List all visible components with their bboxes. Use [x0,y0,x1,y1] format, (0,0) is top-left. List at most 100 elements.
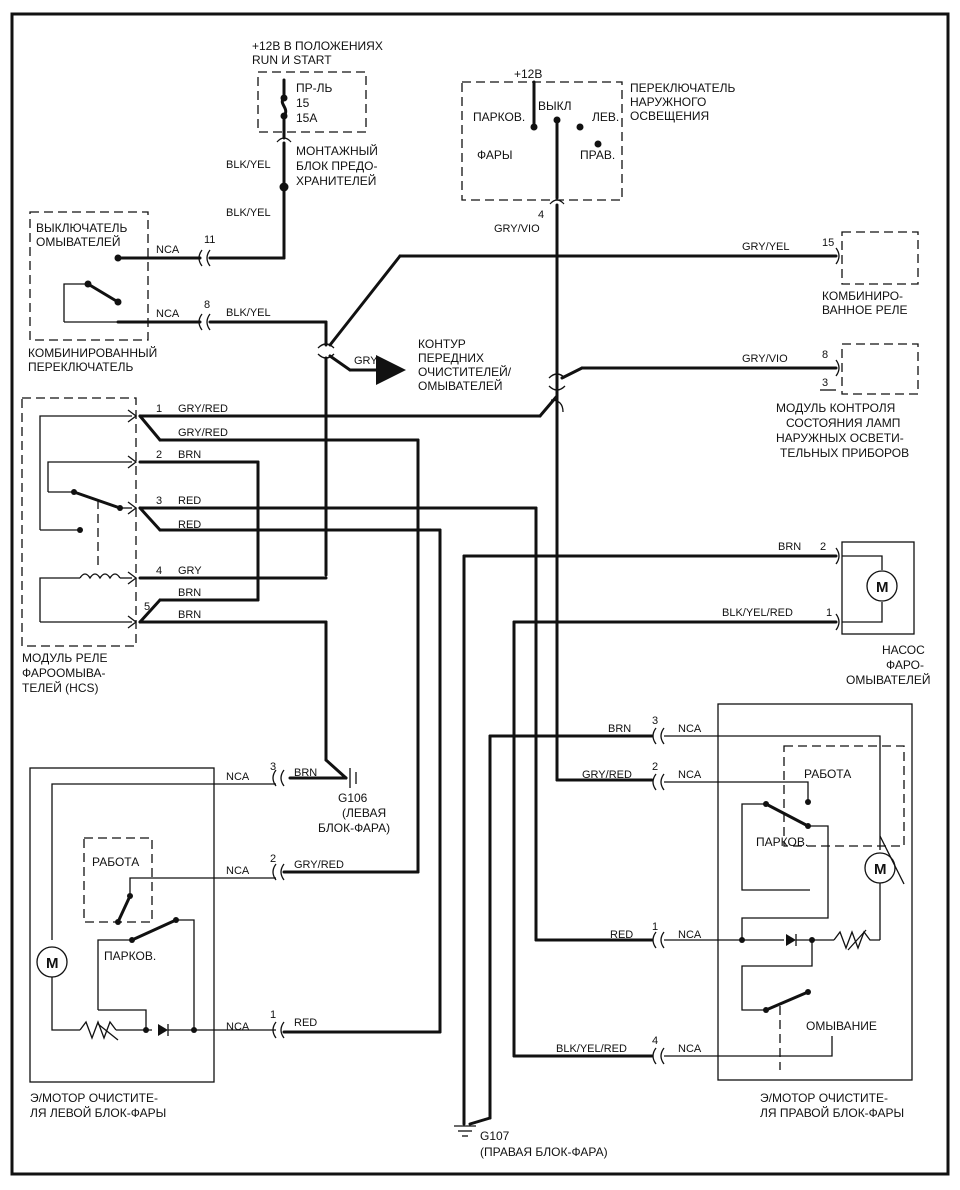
hcs-wire-1b: GRY/RED [178,427,228,439]
hcs-pin-4: 4 [156,565,162,577]
light-switch-supply: +12B [514,67,542,81]
g107-label: G107 [480,1129,510,1143]
supply-label-1: +12B В ПОЛОЖЕНИЯХ [252,39,383,53]
wire-label-blk-yel-3: BLK/YEL [226,307,271,319]
lamp-pin-3: 3 [822,377,828,389]
right-park-switch-outline [783,745,905,847]
right-pin-3: 3 [652,715,658,727]
lamp-module-outline [841,343,919,395]
front-wiper-circuit: GRY КОНТУР ПЕРЕДНИХ ОЧИСТИТЕЛЕЙ/ ОМЫВАТЕ… [328,337,512,393]
left-motor-title-2: ЛЯ ЛЕВОЙ БЛОК-ФАРЫ [30,1105,166,1120]
light-switch-left: ЛЕВ. [592,110,619,124]
right-motor-title-2: ЛЯ ПРАВОЙ БЛОК-ФАРЫ [760,1105,904,1120]
right-nca-3: NCA [678,723,702,735]
relay-pin-15: 15 [822,237,834,249]
left-wire-1: RED [294,1017,317,1029]
pump-title-2: ФАРО- [886,658,924,672]
left-pin-3: 3 [270,761,276,773]
light-switch-right: ПРАВ. [580,148,615,162]
light-switch-wire: GRY/VIO [494,223,540,235]
pump-outline [841,541,915,635]
lamp-pin-8: 8 [822,349,828,361]
right-pin-4: 4 [652,1035,658,1047]
hcs-wire-5b: BRN [178,609,201,621]
hcs-pin-2: 2 [156,449,162,461]
pump-title-1: НАСОС [882,643,925,657]
left-wire-2: GRY/RED [294,859,344,871]
lamp-module-title-1: МОДУЛЬ КОНТРОЛЯ [776,401,895,415]
nca-label-11: NCA [156,244,180,256]
right-nca-2: NCA [678,769,702,781]
light-switch-pin: 4 [538,209,544,221]
g107-sub: (ПРАВАЯ БЛОК-ФАРА) [480,1145,608,1159]
right-pin-2: 2 [652,761,658,773]
right-park-label: ПАРКОВ. [756,835,808,849]
hcs-pin-1: 1 [156,403,162,415]
front-circuit-title-1: КОНТУР [418,337,466,351]
fuse-block: +12B В ПОЛОЖЕНИЯХ RUN И START ПР-ЛЬ 15 1… [226,39,383,260]
front-circuit-title-2: ПЕРЕДНИХ [418,351,484,365]
left-nca-2: NCA [226,865,250,877]
left-work-label: РАБОТА [92,855,139,869]
combination-relay: GRY/YEL 15 КОМБИНИРО- ВАННОЕ РЕЛЕ [328,231,919,347]
light-switch-title-1: ПЕРЕКЛЮЧАТЕЛЬ [630,81,736,95]
lamp-module-title-2: СОСТОЯНИЯ ЛАМП [786,416,900,430]
fuse-name: ПР-ЛЬ [296,81,333,95]
right-diode-icon [786,934,796,946]
pump-wire-2: BRN [778,541,801,553]
left-nca-3: NCA [226,771,250,783]
hcs-wire-4: GRY [178,565,202,577]
pin-label-11: 11 [204,234,215,246]
front-circuit-title-3: ОЧИСТИТЕЛЕЙ/ [418,364,512,379]
fuse-block-label-2: БЛОК ПРЕДО- [296,159,378,173]
left-park-switch-outline [83,837,153,923]
right-motor-outline [717,703,913,1081]
right-motor-letter: M [874,861,887,878]
pump-pin-1: 1 [826,607,832,619]
supply-label-2: RUN И START [252,53,332,67]
light-switch-off: ВЫКЛ [538,99,572,113]
g106-sub-1: (ЛЕВАЯ [342,806,386,820]
pump-pin-2: 2 [820,541,826,553]
relay-coil-icon [79,573,121,580]
connector-icon [198,249,211,267]
pin-label-8: 8 [204,299,210,311]
hcs-wire-1: GRY/RED [178,403,228,415]
light-switch-outline [461,81,623,201]
right-work-label: РАБОТА [804,767,851,781]
right-motor-title-1: Э/МОТОР ОЧИСТИТЕ- [760,1091,888,1105]
hcs-outline [21,397,137,647]
washer-pump: BRN 2 BLK/YEL/RED 1 M НАСОС ФАРО- ОМЫВАТ… [462,541,930,1120]
relay-title-2: ВАННОЕ РЕЛЕ [822,303,908,317]
light-switch-park: ПАРКОВ. [473,110,525,124]
combo-switch-label-2: ПЕРЕКЛЮЧАТЕЛЬ [28,360,134,374]
hcs-wire-2: BRN [178,449,201,461]
hcs-wire-3b: RED [178,519,201,531]
washer-switch-title-1: ВЫКЛЮЧАТЕЛЬ [36,221,127,235]
right-wire-4: BLK/YEL/RED [556,1043,627,1055]
lamp-module-title-3: НАРУЖНЫХ ОСВЕТИ- [776,431,904,445]
light-switch-title-3: ОСВЕЩЕНИЯ [630,109,709,123]
hcs-wire-3: RED [178,495,201,507]
left-nca-1: NCA [226,1021,250,1033]
right-pin-1: 1 [652,921,658,933]
lamp-module-title-4: ТЕЛЬНЫХ ПРИБОРОВ [780,446,909,460]
right-nca-1: NCA [678,929,702,941]
hcs-title-3: ТЕЛЕЙ (HCS) [22,680,99,695]
relay-title-1: КОМБИНИРО- [822,289,903,303]
fuse-block-label-1: МОНТАЖНЫЙ [296,143,378,158]
left-pin-2: 2 [270,853,276,865]
left-resistor-icon [79,1020,117,1040]
g106-sub-2: БЛОК-ФАРА) [318,821,390,835]
right-resistor-icon [833,930,880,950]
fuse-number: 15 [296,96,310,110]
left-motor-letter: M [46,955,59,972]
wire-label-blk-yel-2: BLK/YEL [226,207,271,219]
left-wire-3: BRN [294,767,317,779]
hcs-title-2: ФАРООМЫВА- [22,666,106,680]
hcs-title-1: МОДУЛЬ РЕЛЕ [22,651,108,665]
wire-label-gry-yel: GRY/YEL [742,241,790,253]
hcs-pin-5: 5 [144,601,150,613]
hcs-relay-module: 1 GRY/RED GRY/RED 2 BRN 3 RED RED 4 GRY … [21,397,542,1034]
wire-label-gry-vio: GRY/VIO [742,353,788,365]
